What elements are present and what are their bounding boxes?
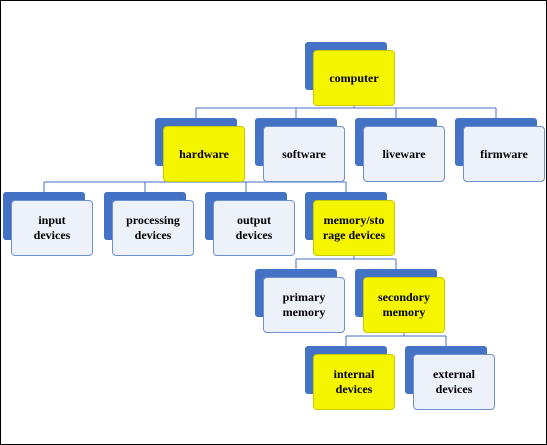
node-label: software: [282, 146, 326, 161]
node-label: processing devices: [126, 213, 180, 242]
node-input-devices: input devices: [3, 192, 93, 256]
node-label: computer: [329, 70, 379, 85]
node-label: output devices: [235, 213, 273, 242]
node-label: secondory memory: [378, 290, 430, 319]
node-label: internal devices: [333, 367, 375, 396]
node-secondary-memory: secondory memory: [355, 269, 445, 333]
node-memory-storage-devices: memory/sto rage devices: [305, 192, 395, 256]
node-label: primary memory: [282, 290, 326, 319]
node-software: software: [255, 118, 345, 182]
node-label: external devices: [433, 367, 475, 396]
node-primary-memory: primary memory: [255, 269, 345, 333]
node-label: memory/sto rage devices: [322, 213, 386, 242]
node-label: firmware: [480, 146, 528, 161]
node-output-devices: output devices: [205, 192, 295, 256]
node-liveware: liveware: [355, 118, 445, 182]
node-label: hardware: [179, 146, 229, 161]
node-computer: computer: [305, 42, 395, 106]
node-processing-devices: processing devices: [104, 192, 194, 256]
node-label: liveware: [382, 146, 426, 161]
node-internal-devices: internal devices: [305, 346, 395, 410]
node-firmware: firmware: [455, 118, 545, 182]
node-external-devices: external devices: [405, 346, 495, 410]
node-label: input devices: [33, 213, 71, 242]
node-hardware: hardware: [155, 118, 245, 182]
